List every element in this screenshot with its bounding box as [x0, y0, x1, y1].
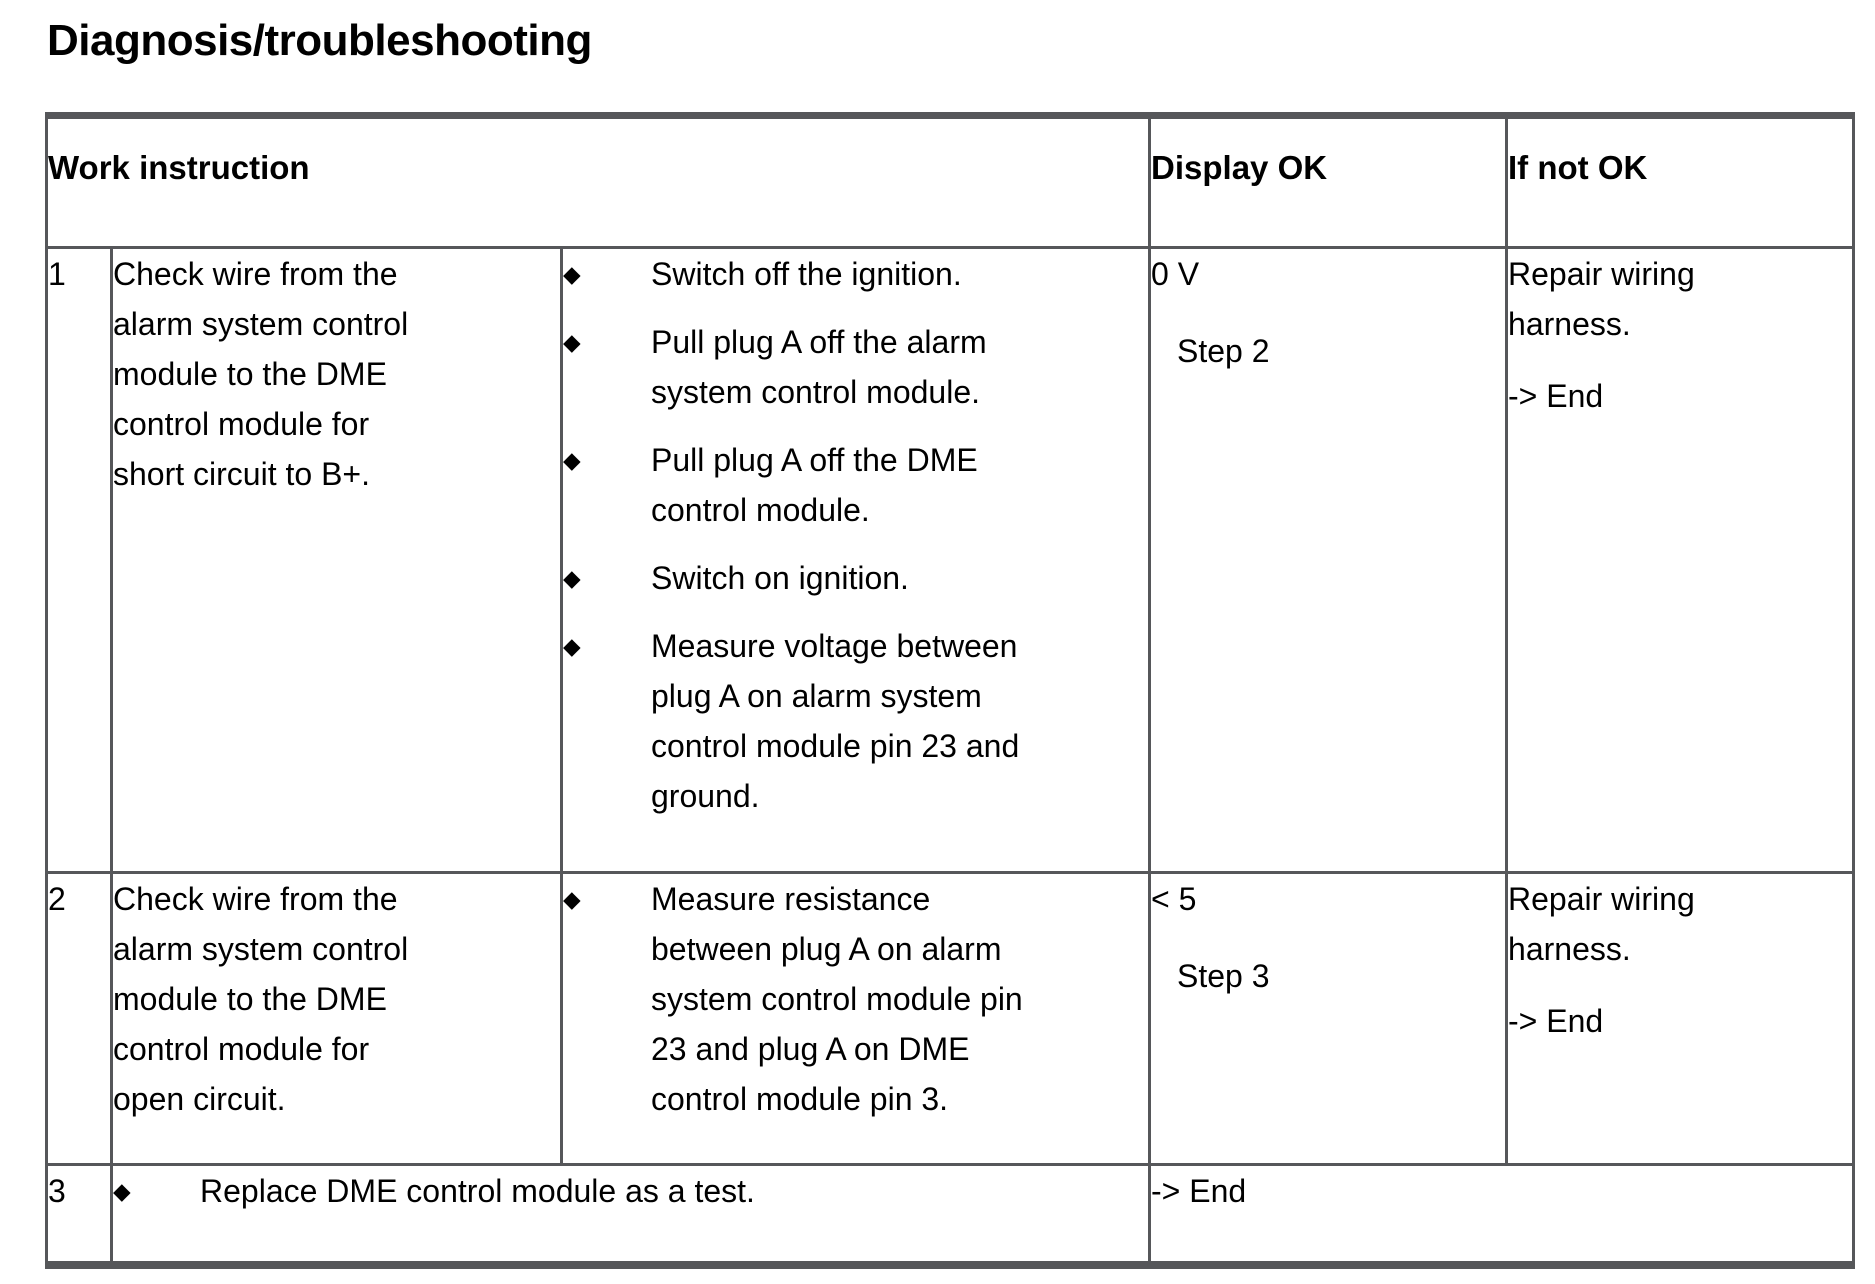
page-title: Diagnosis/troubleshooting [47, 16, 592, 65]
instruction-text: Check wire from the alarm system control… [110, 246, 563, 874]
if-not-ok-result: -> End [1508, 378, 1604, 414]
col-header-if-not-ok: If not OK [1505, 114, 1856, 249]
bullet-item: ◆ Pull plug A off the alarm system contr… [563, 317, 1148, 417]
display-ok-value: < 5 [1151, 881, 1197, 917]
diamond-bullet-icon: ◆ [563, 633, 581, 659]
display-ok-cell: < 5 Step 3 [1148, 871, 1509, 1166]
result-text: -> End [1151, 1173, 1247, 1209]
diamond-bullet-icon: ◆ [563, 447, 581, 473]
bullet-item: ◆ Measure resistance between plug A on a… [563, 874, 1148, 1124]
step-number: 2 [45, 871, 113, 1166]
if-not-ok-cell: Repair wiring harness. -> End [1505, 246, 1856, 874]
diamond-bullet-icon: ◆ [113, 1178, 131, 1204]
diamond-bullet-icon: ◆ [563, 565, 581, 591]
display-ok-step: Step 2 [1177, 333, 1270, 369]
bullet-text: Switch on ignition. [651, 560, 909, 596]
col-header-display-ok: Display OK [1148, 114, 1509, 249]
table-row-step-1: 1 Check wire from the alarm system contr… [45, 246, 1856, 874]
procedure-steps-cell: ◆ Measure resistance between plug A on a… [559, 871, 1152, 1166]
bullet-text: Pull plug A off the DME control module. [651, 442, 978, 528]
if-not-ok-cell: Repair wiring harness. -> End [1505, 871, 1856, 1166]
bullet-text: Measure resistance between plug A on ala… [651, 881, 1023, 1117]
step-number: 3 [45, 1163, 113, 1267]
bullet-text: Replace DME control module as a test. [200, 1173, 755, 1209]
diamond-bullet-icon: ◆ [563, 261, 581, 287]
bullet-text: Pull plug A off the alarm system control… [651, 324, 987, 410]
bullet-text: Switch off the ignition. [651, 256, 962, 292]
col-header-work-instruction: Work instruction [44, 114, 1152, 249]
instruction-text: Check wire from the alarm system control… [110, 871, 563, 1166]
bullet-text: Measure voltage between plug A on alarm … [651, 628, 1020, 814]
procedure-steps-cell: ◆ Replace DME control module as a test. [109, 1163, 1152, 1267]
result-cell: -> End [1148, 1163, 1856, 1267]
display-ok-step: Step 3 [1177, 958, 1270, 994]
bullet-item: ◆ Measure voltage between plug A on alar… [563, 621, 1148, 821]
bullet-item: ◆ Switch off the ignition. [563, 249, 1148, 299]
if-not-ok-action: Repair wiring harness. [1508, 256, 1695, 342]
diamond-bullet-icon: ◆ [563, 329, 581, 355]
bullet-item: ◆ Switch on ignition. [563, 553, 1148, 603]
diagnosis-table: Work instruction Display OK If not OK 1 … [44, 112, 1856, 1269]
display-ok-cell: 0 V Step 2 [1148, 246, 1509, 874]
table-row-step-3: 3 ◆ Replace DME control module as a test… [45, 1163, 1856, 1267]
if-not-ok-action: Repair wiring harness. [1508, 881, 1695, 967]
bullet-item: ◆ Pull plug A off the DME control module… [563, 435, 1148, 535]
step-number: 1 [45, 246, 113, 874]
table-header-row: Work instruction Display OK If not OK [44, 114, 1856, 249]
if-not-ok-result: -> End [1508, 1003, 1604, 1039]
bullet-item: ◆ Replace DME control module as a test. [113, 1166, 1148, 1216]
diamond-bullet-icon: ◆ [563, 886, 581, 912]
display-ok-value: 0 V [1151, 256, 1200, 292]
table-row-step-2: 2 Check wire from the alarm system contr… [45, 871, 1856, 1166]
procedure-steps-cell: ◆ Switch off the ignition. ◆ Pull plug A… [559, 246, 1152, 874]
